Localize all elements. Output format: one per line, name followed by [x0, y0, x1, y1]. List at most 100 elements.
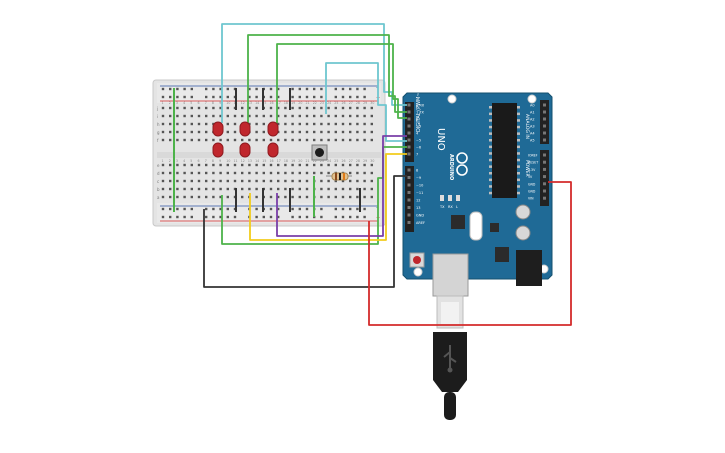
- rail-hole: [291, 215, 294, 219]
- strip-hole: [363, 106, 366, 110]
- row-letter: d: [157, 171, 160, 176]
- wire-green-top-2[interactable]: [276, 43, 407, 123]
- strip-hole: [356, 122, 359, 126]
- power-pin-hole[interactable]: [543, 182, 546, 186]
- power-pin-label: GND: [528, 182, 536, 186]
- wires[interactable]: [203, 23, 572, 326]
- strip-hole: [269, 138, 273, 142]
- digital-pin-hole[interactable]: [407, 131, 411, 135]
- analog-pin-hole[interactable]: [543, 138, 546, 142]
- arduino-uno[interactable]: DIGITAL (PWM~) ANALOG IN POWER A0A1A2A3A…: [402, 90, 553, 297]
- strip-hole: [248, 171, 251, 175]
- column-number: 15: [262, 159, 266, 163]
- analog-pin-hole[interactable]: [543, 110, 546, 114]
- analog-pin-hole[interactable]: [543, 103, 546, 107]
- resistor[interactable]: [326, 172, 352, 181]
- analog-pin-label: A4: [530, 132, 535, 136]
- digital-pin-hole[interactable]: [407, 117, 411, 121]
- digital-pin-hole[interactable]: [407, 145, 411, 149]
- strip-hole: [349, 114, 352, 118]
- power-pin-hole[interactable]: [543, 189, 546, 193]
- led-6[interactable]: [267, 142, 279, 158]
- rail-hole: [363, 207, 366, 211]
- breadboard-jumpers[interactable]: [173, 88, 361, 217]
- analog-pin-hole[interactable]: [543, 124, 546, 128]
- digital-pin-hole[interactable]: [407, 176, 411, 179]
- strip-hole: [320, 195, 323, 199]
- wire-purple[interactable]: [276, 135, 407, 237]
- reset-button-cap[interactable]: [413, 256, 421, 264]
- strip-hole: [205, 171, 208, 175]
- led-5[interactable]: [239, 142, 251, 158]
- usb-plug-inner: [441, 302, 459, 324]
- led-1[interactable]: [212, 121, 224, 137]
- strip-hole: [305, 179, 309, 183]
- analog-pin-hole[interactable]: [543, 131, 546, 135]
- chip-leg: [517, 125, 520, 129]
- strip-hole: [190, 130, 193, 134]
- digital-pin-hole[interactable]: [407, 221, 411, 224]
- strip-hole: [161, 179, 165, 183]
- digital-pin-hole[interactable]: [407, 206, 411, 209]
- led-4[interactable]: [212, 142, 224, 158]
- strip-hole: [241, 163, 244, 167]
- strip-hole: [277, 179, 280, 183]
- wire-cyan-button[interactable]: [325, 62, 407, 142]
- digital-pin-hole[interactable]: [407, 110, 411, 114]
- power-pin-hole[interactable]: [543, 167, 546, 171]
- strip-hole: [190, 163, 193, 167]
- wire-cyan-top[interactable]: [221, 23, 407, 123]
- wire-black-gnd[interactable]: [203, 175, 407, 288]
- power-pin-hole[interactable]: [543, 160, 546, 164]
- strip-hole: [356, 163, 359, 167]
- digital-pin-hole[interactable]: [407, 191, 411, 194]
- digital-pin-hole[interactable]: [407, 124, 411, 128]
- column-number: 7: [205, 101, 207, 105]
- strip-hole: [190, 179, 193, 183]
- power-pin-hole[interactable]: [543, 175, 546, 179]
- rail-hole: [169, 215, 172, 219]
- digital-pin-hole[interactable]: [407, 103, 411, 107]
- power-pin-hole[interactable]: [543, 196, 546, 200]
- strip-hole: [226, 122, 229, 126]
- rail-hole: [212, 207, 215, 211]
- strip-hole: [219, 187, 222, 191]
- digital-pin-hole[interactable]: [407, 198, 411, 202]
- strip-hole: [298, 187, 301, 191]
- led-3[interactable]: [267, 121, 279, 137]
- strip-hole: [334, 114, 337, 118]
- digital-pin-hole[interactable]: [407, 213, 411, 217]
- strip-hole: [341, 130, 345, 134]
- strip-hole: [161, 114, 165, 118]
- digital-pin-hole[interactable]: [407, 138, 411, 142]
- strip-hole: [176, 187, 179, 191]
- leds[interactable]: [212, 121, 279, 158]
- column-number: 1: [162, 101, 164, 105]
- column-number: 29: [363, 101, 367, 105]
- push-button[interactable]: [311, 144, 328, 161]
- wire-green-top-1[interactable]: [247, 34, 407, 123]
- rail-hole: [183, 95, 186, 99]
- digital-pin-hole[interactable]: [407, 152, 411, 156]
- digital-pin-hole[interactable]: [407, 183, 411, 187]
- rail-hole: [356, 87, 359, 91]
- strip-hole: [356, 195, 359, 199]
- analog-pin-hole[interactable]: [543, 117, 546, 121]
- strip-hole: [212, 195, 215, 199]
- strip-hole: [248, 187, 251, 191]
- usb-cable[interactable]: [433, 295, 467, 420]
- rail-hole: [298, 95, 301, 99]
- wire-yellow[interactable]: [249, 153, 407, 241]
- strip-hole: [183, 179, 186, 183]
- rail-hole: [176, 215, 179, 219]
- column-number: 6: [198, 101, 200, 105]
- power-pin-hole[interactable]: [543, 153, 546, 157]
- digital-pin-hole[interactable]: [407, 168, 411, 172]
- led-2[interactable]: [239, 121, 251, 137]
- rail-hole: [269, 87, 273, 91]
- strip-hole: [313, 122, 316, 126]
- wire-red-5v[interactable]: [368, 181, 572, 326]
- strip-hole: [226, 130, 229, 134]
- rail-hole: [363, 87, 366, 91]
- strip-hole: [327, 138, 330, 142]
